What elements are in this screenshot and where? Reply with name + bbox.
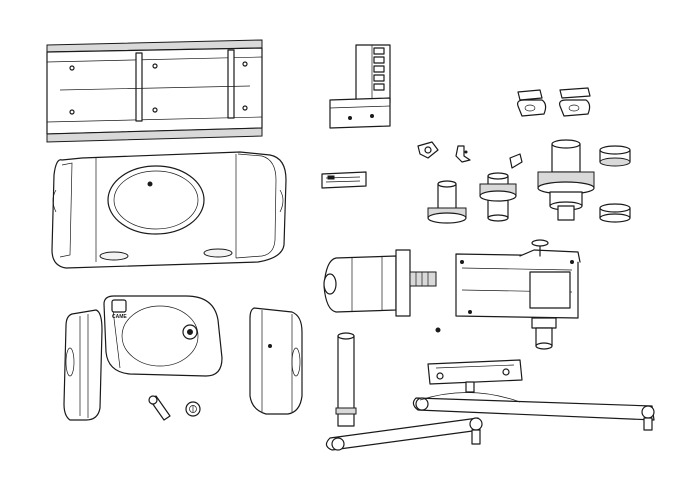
- arm-bracket: [427, 359, 523, 393]
- terminal-block: [329, 44, 391, 129]
- base-plate: [46, 39, 263, 143]
- output-shaft: [335, 332, 357, 427]
- nameplate: [321, 171, 367, 189]
- release-key: [148, 395, 171, 421]
- second-arm: [412, 392, 655, 431]
- first-arm: [325, 417, 483, 451]
- gear-shaft-b: [479, 172, 517, 222]
- clip-parts: [517, 87, 591, 117]
- bushing-bottom: [599, 203, 631, 223]
- lock-cylinder: [185, 401, 201, 417]
- limit-switch-parts: [417, 141, 523, 169]
- brand-logo: CAME: [112, 314, 127, 320]
- right-side-cap: [249, 307, 303, 415]
- service-door-panel: CAME: [103, 295, 223, 377]
- electric-motor: [323, 249, 437, 317]
- housing-cover: [51, 151, 287, 269]
- small-screw: [435, 327, 441, 333]
- left-side-cap: [63, 309, 103, 421]
- gear-shaft-main: [537, 139, 595, 221]
- bushing-top: [599, 145, 631, 167]
- gear-shaft-a: [427, 180, 467, 224]
- gearbox-housing: [455, 249, 581, 350]
- release-pin: [531, 239, 549, 257]
